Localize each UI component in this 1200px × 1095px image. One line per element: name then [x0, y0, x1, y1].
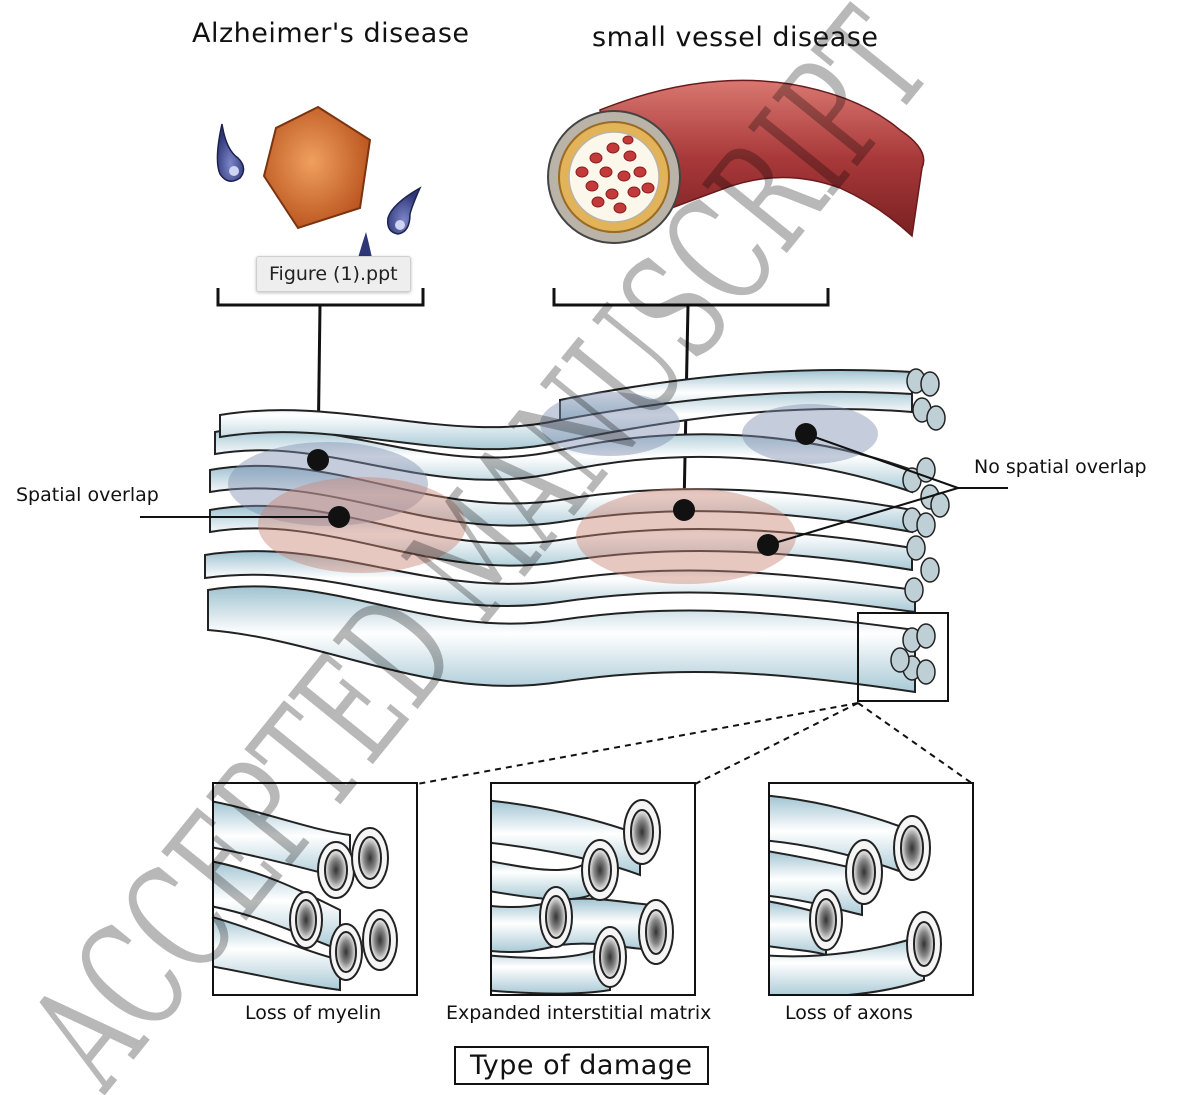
panel-caption-myelin: Loss of myelin [245, 1002, 382, 1024]
fiber-ends [890, 368, 950, 685]
panel-caption-interstitial: Expanded interstitial matrix [446, 1002, 712, 1024]
white-matter-fiber-bundle [204, 368, 916, 694]
small-vessel-lesion-blob [258, 477, 796, 584]
blood-vessel-icon [547, 79, 925, 244]
amyloid-plaque-icon [262, 105, 372, 230]
spatial-overlap-label: Spatial overlap [16, 484, 159, 506]
microglia-cell-icon [216, 123, 422, 258]
panel-loss-of-myelin [212, 782, 418, 996]
type-of-damage-box: Type of damage [454, 1046, 709, 1085]
zoom-box [857, 612, 949, 702]
panel-expanded-interstitial-matrix [490, 782, 696, 996]
zoom-callout-lines [416, 702, 974, 785]
alzheimers-title: Alzheimer's disease [192, 18, 470, 49]
no-spatial-overlap-pointer [767, 433, 1008, 546]
panel-loss-of-axons [768, 782, 974, 996]
small-vessel-title: small vessel disease [592, 22, 879, 53]
panel-caption-axons: Loss of axons [785, 1002, 913, 1024]
file-tooltip: Figure (1).ppt [256, 256, 411, 292]
no-spatial-overlap-label: No spatial overlap [974, 456, 1147, 478]
